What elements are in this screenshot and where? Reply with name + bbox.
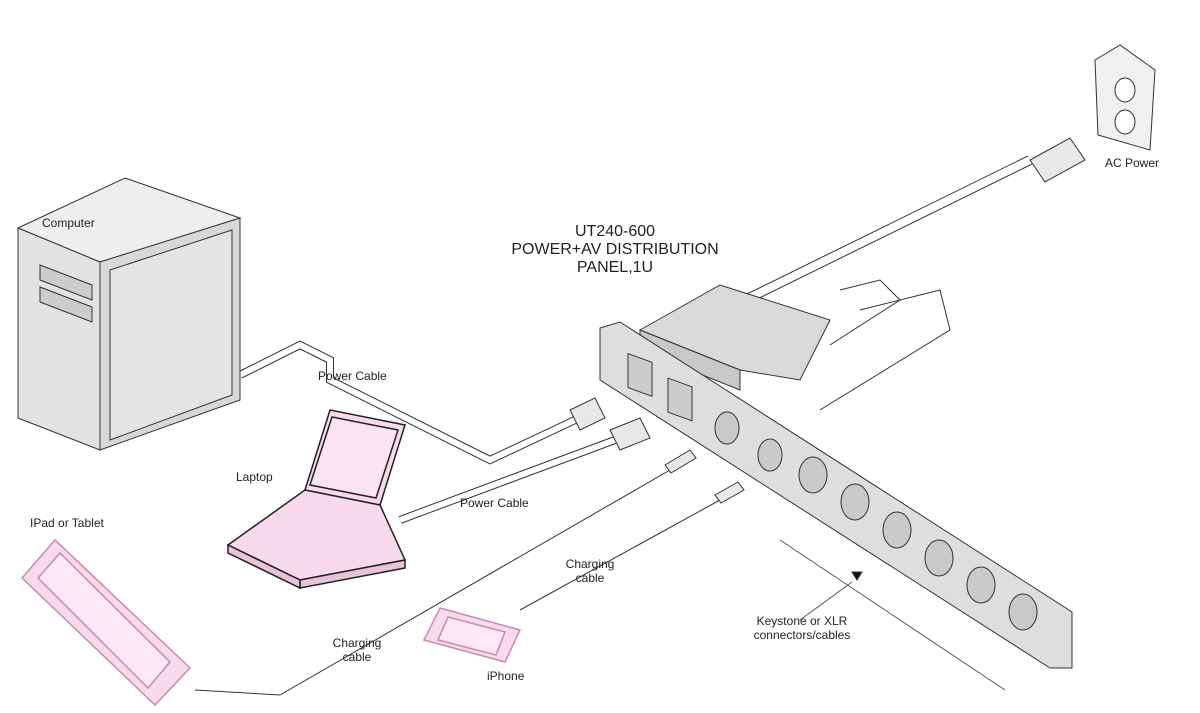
arrow-icon [851,571,863,581]
ipad [20,538,192,707]
laptop-label: Laptop [236,470,273,484]
xlr-port [1008,593,1038,631]
ac-plug [1029,137,1086,183]
xlr-port [966,566,996,604]
label-line: cable [342,650,372,664]
label-line: Charging [332,636,382,650]
power-cable-label-1: Power Cable [318,369,387,383]
label-line: connectors/cables [753,628,851,642]
usb-plug-1 [664,449,697,474]
keystone-port [714,411,740,445]
xlr-port [924,539,954,577]
title-size: PANEL,1U [576,259,654,276]
distribution-panel [599,284,1073,669]
wall-outlet [1094,44,1156,151]
title-description: POWER+AV DISTRIBUTION [511,241,719,258]
ac-power-label: AC Power [1105,156,1160,170]
charging-cable-label-top: Charging cable [566,557,615,585]
iphone-charging-cable [519,499,721,611]
keystone-bracket [779,539,1006,691]
keystone-cable-1 [829,279,901,346]
usb-plug-2 [714,481,745,504]
power-plug-1 [569,397,606,431]
ipad-label: IPad or Tablet [30,516,104,530]
ac-outlet-2 [667,377,693,422]
xlr-port [798,456,828,494]
ipad-charging-cable [194,469,671,696]
label-line: Charging [565,557,615,571]
ac-outlet-1 [627,352,653,397]
label-line: cable [575,571,605,585]
keystone-label: Keystone or XLR connectors/cables [754,614,851,642]
laptop [226,409,407,590]
label-line: Keystone or XLR [756,614,848,628]
panel-title: UT240-600 POWER+AV DISTRIBUTION PANEL,1U [511,223,718,277]
charging-cable-label-bottom: Charging cable [333,636,382,664]
computer-tower [16,177,242,451]
power-cable-label-2: Power Cable [460,496,529,510]
xlr-port [840,483,870,521]
title-model: UT240-600 [574,223,656,240]
power-plug-2 [609,417,651,451]
xlr-port [882,511,912,549]
keystone-cable-2 [819,289,951,411]
iphone [422,607,522,663]
keystone-port [757,438,783,472]
computer-label: Computer [42,216,95,230]
iphone-label: iPhone [487,669,525,683]
